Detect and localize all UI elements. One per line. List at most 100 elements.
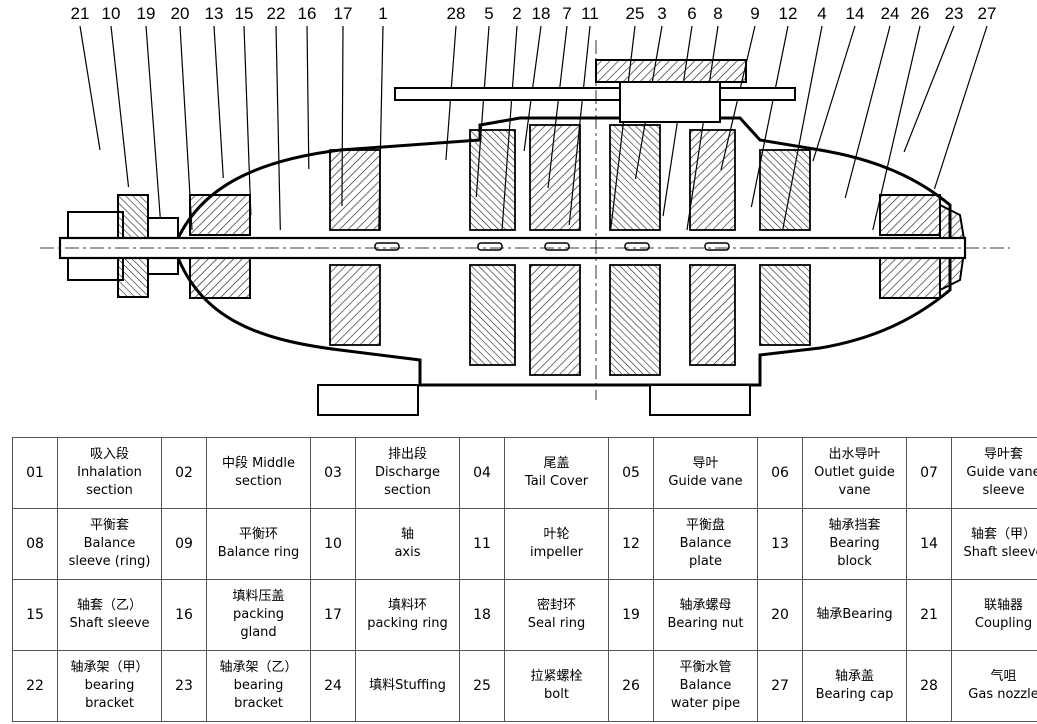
callout-28: 28 [446, 4, 466, 23]
part-name-chinese: 导叶套 [983, 447, 1023, 462]
callout-8: 8 [713, 4, 723, 23]
part-name-english: section [86, 483, 133, 498]
part-number: 18 [459, 579, 505, 651]
part-name-english: Balance [679, 536, 732, 551]
casing-lower-shell [172, 248, 952, 387]
part-name-english: packing [233, 607, 284, 622]
part-name-english: Gas nozzle [968, 687, 1037, 702]
callout-2: 2 [512, 4, 522, 23]
callout-3: 3 [657, 4, 667, 23]
tie-bolt-bar [394, 87, 796, 101]
leader-line-22 [275, 25, 281, 231]
part-number: 01 [12, 437, 58, 509]
part-number: 28 [906, 650, 952, 722]
leader-line-12 [750, 25, 789, 208]
part-name-chinese: 平衡盘 [685, 518, 725, 533]
part-name-english: section [384, 483, 431, 498]
part-name-chinese: 平衡环 [238, 527, 278, 542]
part-name-english: Coupling [974, 616, 1033, 631]
callout-21: 21 [70, 4, 90, 23]
part-number: 24 [310, 650, 356, 722]
callout-26: 26 [910, 4, 930, 23]
part-name-chinese: 轴 [400, 527, 414, 542]
leader-line-21 [79, 25, 101, 151]
part-name-english: bearing [84, 678, 135, 693]
part-name-english: bracket [85, 696, 134, 711]
part-name-english: block [837, 554, 872, 569]
part-name: 联轴器 Coupling [951, 579, 1037, 651]
part-name-english: Guide vane [966, 465, 1037, 480]
callout-10: 10 [101, 4, 121, 23]
leader-line-15 [243, 25, 252, 216]
part-number: 17 [310, 579, 356, 651]
part-number: 03 [310, 437, 356, 509]
part-number: 16 [161, 579, 207, 651]
part-name-chinese: 尾盖 [543, 456, 570, 471]
callout-24: 24 [880, 4, 900, 23]
part-number: 11 [459, 508, 505, 580]
callout-12: 12 [778, 4, 798, 23]
part-name-chinese: 轴承架（乙） [219, 660, 298, 675]
callout-19: 19 [136, 4, 156, 23]
part-name-chinese: 气咀 [990, 669, 1017, 684]
part-name-english: water pipe [670, 696, 741, 711]
part-name: 填料Stuffing [355, 650, 460, 722]
part-name-english: gland [240, 625, 277, 640]
part-number: 13 [757, 508, 803, 580]
part-name-chinese: 轴承螺母 [679, 598, 732, 613]
part-name-english: Bearing [829, 536, 880, 551]
part-name-english: sleeve (ring) [68, 554, 151, 569]
part-name-english: Bearing cap [815, 687, 894, 702]
callout-18: 18 [531, 4, 551, 23]
part-name-chinese: 导叶 [692, 456, 719, 471]
part-name: 填料压盖 packing gland [206, 579, 311, 651]
part-name-english: packing ring [367, 616, 448, 631]
callout-6: 6 [687, 4, 697, 23]
part-name-chinese: 联轴器 [983, 598, 1023, 613]
part-name-chinese: 轴承Bearing [816, 607, 893, 622]
part-name: 轴套（乙）Shaft sleeve [57, 579, 162, 651]
part-name-chinese: 中段 Middle [221, 456, 296, 471]
part-name-english: Seal ring [527, 616, 586, 631]
part-name-english: Balance [679, 678, 732, 693]
part-name-chinese: 密封环 [536, 598, 576, 613]
part-name: 轴承Bearing [802, 579, 907, 651]
part-name-chinese: 填料Stuffing [369, 678, 446, 693]
leader-line-13 [213, 25, 224, 179]
callout-20: 20 [170, 4, 190, 23]
callout-17: 17 [333, 4, 353, 23]
part-name: 轴套（甲）Shaft sleeve [951, 508, 1037, 580]
part-name-chinese: 轴套（乙） [76, 598, 142, 613]
part-name-english: Inhalation [77, 465, 142, 480]
part-name-english: Guide vane [668, 474, 743, 489]
part-number: 02 [161, 437, 207, 509]
part-name-chinese: 轴承挡套 [828, 518, 881, 533]
part-name-chinese: 拉紧螺栓 [530, 669, 583, 684]
part-name-chinese: 填料压盖 [232, 589, 285, 604]
callout-22: 22 [266, 4, 286, 23]
part-name-chinese: 叶轮 [543, 527, 570, 542]
leader-line-16 [306, 25, 310, 170]
callout-15: 15 [234, 4, 254, 23]
casing-upper-shell [172, 116, 952, 247]
callout-9: 9 [750, 4, 760, 23]
part-number: 14 [906, 508, 952, 580]
part-name: 气咀 Gas nozzle [951, 650, 1037, 722]
part-number: 12 [608, 508, 654, 580]
callout-16: 16 [297, 4, 317, 23]
stage-blocks [329, 124, 811, 376]
leader-line-10 [110, 25, 130, 188]
leader-line-27 [933, 25, 988, 190]
